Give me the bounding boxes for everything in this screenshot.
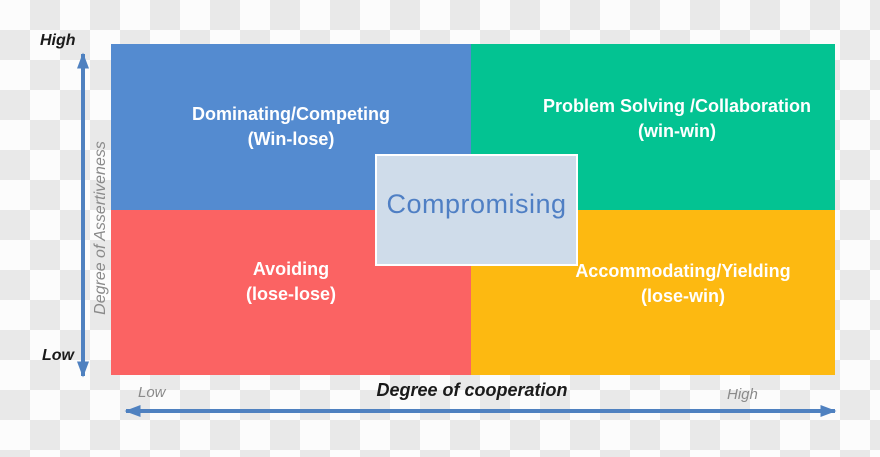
quadrant-label-line2: (win-win) xyxy=(638,121,716,141)
x-axis-high-label: High xyxy=(727,386,758,403)
compromising-box: Compromising xyxy=(375,154,578,266)
quadrant-label-line1: Dominating/Competing xyxy=(192,104,390,124)
quadrant-label: Accommodating/Yielding (lose-win) xyxy=(575,259,790,309)
x-axis-low-label: Low xyxy=(138,384,166,401)
quadrant-label: Problem Solving /Collaboration (win-win) xyxy=(543,94,811,144)
x-axis-title: Degree of cooperation xyxy=(376,380,568,400)
quadrant-label-line2: (lose-win) xyxy=(640,285,725,306)
y-axis-high-label: High xyxy=(40,32,76,49)
quadrant-label: Dominating/Competing (Win-lose) xyxy=(192,102,390,152)
compromising-label: Compromising xyxy=(386,188,567,219)
quadrant-label-line2: (Win-lose) xyxy=(247,129,335,149)
quadrant-dominating-competing: Dominating/Competing (Win-lose) xyxy=(111,44,471,210)
y-axis-title: Degree of Assertiveness xyxy=(92,141,109,315)
quadrant-label: Avoiding (lose-lose) xyxy=(246,257,336,307)
quadrant-label-line1: Avoiding xyxy=(252,258,330,279)
quadrant-label-line1: Accommodating/Yielding xyxy=(575,260,791,281)
quadrant-label-line1: Problem Solving /Collaboration xyxy=(542,96,812,116)
quadrant-label-line2: (lose-lose) xyxy=(245,283,337,304)
y-axis-low-label: Low xyxy=(42,347,74,364)
